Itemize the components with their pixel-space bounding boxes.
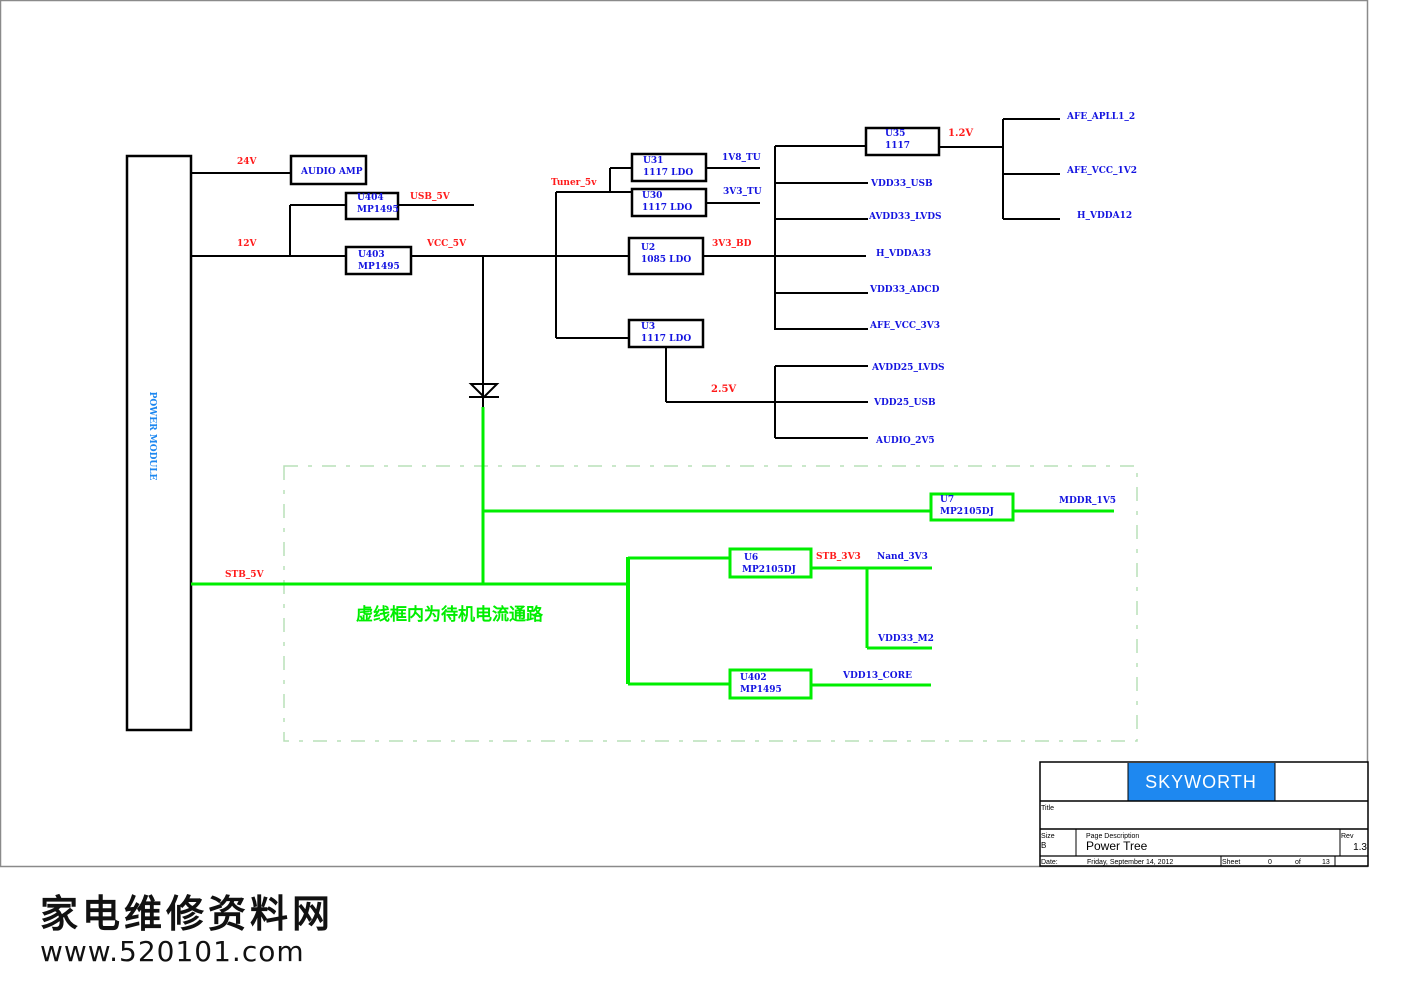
net-3v3-tu: 3V3_TU	[723, 187, 762, 197]
net-mddr-1v5: MDDR_1V5	[1059, 496, 1116, 506]
of-value: 13	[1322, 859, 1330, 866]
watermark-url: www.520101.com	[40, 935, 305, 968]
u30-ref: U30	[642, 191, 662, 201]
u404-box[interactable]	[344, 191, 400, 221]
rev-label: Rev	[1341, 833, 1354, 840]
main-wires	[191, 118, 1060, 439]
u6-ref: U6	[744, 553, 758, 563]
u6-part: MP2105DJ	[742, 565, 796, 575]
net-vdd13-core: VDD13_CORE	[842, 671, 912, 681]
net-h-vdda33: H_VDDA33	[876, 249, 931, 259]
rail-1-2v: 1.2V	[948, 128, 973, 139]
rail-stb-5v: STB_5V	[225, 570, 265, 580]
u35-box[interactable]	[864, 126, 941, 157]
u31-box[interactable]	[630, 152, 708, 183]
sheet-value: 0	[1268, 859, 1272, 866]
u2-part: 1085 LDO	[641, 255, 691, 265]
rail-vcc-5v: VCC_5V	[426, 239, 467, 249]
u402-ref: U402	[740, 673, 767, 683]
net-afe-vcc-3v3: AFE_VCC_3V3	[869, 321, 940, 331]
diode-icon	[468, 383, 500, 399]
page-border	[0, 0, 1369, 868]
date-value: Friday, September 14, 2012	[1087, 859, 1173, 866]
u2-box[interactable]	[627, 236, 705, 276]
watermark-chinese: 家电维修资料网	[40, 891, 335, 936]
page-description-label: Page Description	[1086, 833, 1139, 840]
net-audio-2v5: AUDIO_2V5	[875, 436, 935, 446]
sheet-label: Sheet	[1222, 859, 1240, 866]
net-1v8-tu: 1V8_TU	[722, 153, 761, 163]
rev-value: 1.3	[1353, 842, 1367, 853]
page-description-value: Power Tree	[1086, 839, 1148, 853]
standby-wires	[191, 407, 1114, 687]
date-label: Date:	[1041, 859, 1058, 866]
standby-note: 虚线框内为待机电流通路	[356, 604, 544, 625]
net-h-vdda12: H_VDDA12	[1077, 211, 1132, 221]
net-vdd25-usb: VDD25_USB	[873, 398, 936, 408]
u7-box[interactable]	[929, 492, 1015, 522]
net-avdd25-lvds: AVDD25_LVDS	[871, 363, 945, 373]
rail-stb-3v3: STB_3V3	[816, 552, 861, 562]
title-label: Title	[1041, 805, 1054, 812]
net-nand-3v3: Nand_3V3	[877, 552, 928, 562]
net-avdd33-lvds: AVDD33_LVDS	[868, 212, 942, 222]
net-vdd33-adcd: VDD33_ADCD	[869, 285, 940, 295]
rail-12v: 12V	[237, 239, 258, 249]
power-module-block[interactable]	[125, 154, 193, 732]
title-block: SKYWORTH Title Size B Page Description P…	[1039, 761, 1369, 867]
u402-box[interactable]	[728, 668, 813, 700]
u403-part: MP1495	[358, 262, 400, 272]
u30-part: 1117 LDO	[642, 203, 692, 213]
u30-box[interactable]	[630, 187, 708, 218]
u7-ref: U7	[940, 495, 954, 505]
u6-box[interactable]	[728, 547, 813, 579]
u3-part: 1117 LDO	[641, 334, 691, 344]
u31-ref: U31	[643, 156, 663, 166]
u3-box[interactable]	[627, 318, 705, 349]
net-vdd33-usb: VDD33_USB	[870, 179, 933, 189]
net-afe-apll1-2: AFE_APLL1_2	[1066, 112, 1135, 122]
u3-ref: U3	[641, 322, 655, 332]
power-module-label: POWER MODULE	[147, 392, 157, 481]
rail-usb-5v: USB_5V	[410, 192, 451, 202]
u403-ref: U403	[358, 250, 385, 260]
watermark: 家电维修资料网 www.520101.com	[40, 892, 360, 968]
net-vdd33-m2: VDD33_M2	[877, 634, 934, 644]
of-label: of	[1295, 859, 1301, 866]
u403-box[interactable]	[344, 245, 413, 276]
skyworth-logo: SKYWORTH	[1145, 772, 1257, 792]
u35-part: 1117	[885, 141, 910, 151]
u402-part: MP1495	[740, 685, 782, 695]
net-afe-vcc-1v2: AFE_VCC_1V2	[1066, 166, 1137, 176]
u404-part: MP1495	[357, 205, 399, 215]
u35-ref: U35	[885, 129, 905, 139]
u2-ref: U2	[641, 243, 655, 253]
audio-amp-box[interactable]	[289, 154, 368, 186]
standby-dashed-frame	[283, 465, 1138, 742]
size-value: B	[1041, 841, 1046, 850]
u404-ref: U404	[357, 193, 384, 203]
u7-part: MP2105DJ	[940, 507, 994, 517]
size-label: Size	[1041, 833, 1055, 840]
u31-part: 1117 LDO	[643, 168, 693, 178]
audio-amp-label: AUDIO AMP	[300, 167, 363, 177]
rail-24v: 24V	[237, 157, 258, 167]
rail-tuner-5v: Tuner_5v	[551, 178, 597, 188]
skyworth-logo-bg	[1128, 763, 1275, 801]
rail-3v3-bd: 3V3_BD	[712, 239, 752, 249]
rail-2-5v: 2.5V	[711, 384, 736, 395]
